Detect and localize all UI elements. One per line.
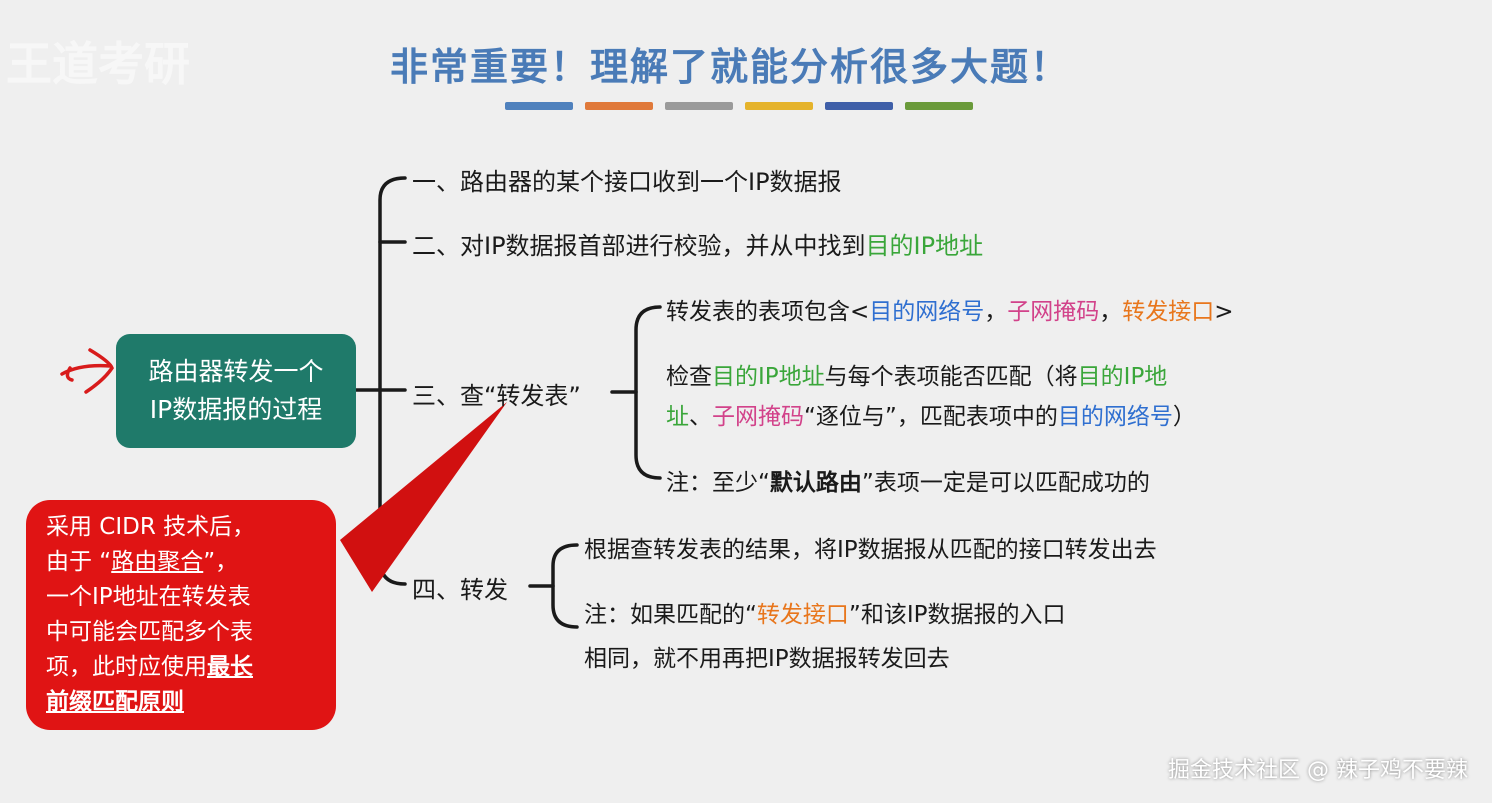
step2-text: 二、对IP数据报首部进行校验，并从中找到 [412,232,866,260]
longest-prefix-text: 最长 [207,654,253,680]
dest-network-text: 目的网络号 [1057,404,1173,430]
text: 注：至少“ [666,470,770,496]
step3-item-entries: 转发表的表项包含<目的网络号，子网掩码，转发接口> [666,292,1234,326]
accent-bar-6 [905,102,973,110]
step3-node: 三、查“转发表” [412,382,581,410]
dest-ip-text: 目的IP地 [1077,364,1168,390]
callout-line: 采用 CIDR 技术后， [46,514,256,540]
step3-bracket [634,305,662,480]
accent-bar-5 [825,102,893,110]
text: > [1214,299,1234,325]
step1-node: 一、路由器的某个接口收到一个IP数据报 [412,168,842,196]
dest-network-text: 目的网络号 [869,299,985,325]
text: ） [1172,404,1196,430]
title-accent-bars [505,102,973,110]
callout-line: 一个IP地址在转发表 [46,584,251,610]
forward-interface-text: 转发接口 [1122,299,1215,325]
subnet-mask-text: 子网掩码 [712,404,804,430]
text: 、 [689,404,712,430]
root-node: 路由器转发一个 IP数据报的过程 [116,334,356,448]
text: ”表项一定是可以匹配成功的 [861,470,1150,496]
default-route-text: 默认路由 [769,470,862,496]
watermark: 掘金技术社区 @ 辣子鸡不要辣 [1168,758,1468,783]
callout-pointer [340,402,507,592]
step3-item-note: 注：至少“默认路由”表项一定是可以匹配成功的 [666,463,1150,497]
callout-line: 项，此时应使用 [46,654,207,680]
text: 转发表的表项包含< [666,299,870,325]
subnet-mask-text: 子网掩码 [1007,299,1100,325]
root-label-line1: 路由器转发一个 [148,357,324,386]
step4-item-forward: 根据查转发表的结果，将IP数据报从匹配的接口转发出去 [584,537,1157,563]
accent-bar-3 [665,102,733,110]
red-arrow-annotation [60,348,114,394]
step2-node: 二、对IP数据报首部进行校验，并从中找到目的IP地址 [412,226,983,261]
step4-bracket [551,543,579,629]
text: 注：如果匹配的“ [584,602,757,628]
text: 与每个表项能否匹配（将 [824,364,1078,390]
step4-item-note: 注：如果匹配的“转发接口”和该IP数据报的入口 相同，就不用再把IP数据报转发回… [584,593,1066,681]
route-aggregation-text: 路由聚合 [111,549,204,575]
text: “逐位与”，匹配表项中的 [804,404,1058,430]
root-label-line2: IP数据报的过程 [149,395,323,424]
callout-line: 中可能会匹配多个表 [46,619,253,645]
text: 相同，就不用再把IP数据报转发回去 [584,646,950,672]
cidr-callout: 采用 CIDR 技术后， 由于 “路由聚合”， 一个IP地址在转发表 中可能会匹… [26,500,336,730]
step3-item-match: 检查目的IP地址与每个表项能否匹配（将目的IP地 址、子网掩码“逐位与”，匹配表… [666,357,1196,437]
page-title: 非常重要！理解了就能分析很多大题！ [389,45,1070,89]
text: 检查 [666,364,712,390]
text: ”和该IP数据报的入口 [848,602,1066,628]
callout-line: 由于 “ [46,549,112,575]
sep: ， [984,299,1008,325]
accent-bar-4 [745,102,813,110]
longest-prefix-text: 前缀匹配原则 [46,689,184,715]
main-bracket [378,176,407,586]
accent-bar-1 [505,102,573,110]
ghost-logo: 王道考研 [6,37,190,91]
forward-interface-text: 转发接口 [756,602,849,628]
dest-ip-text: 址 [666,404,689,430]
step4-node: 四、转发 [412,576,508,604]
accent-bar-2 [585,102,653,110]
sep: ， [1099,299,1123,325]
dest-ip-text: 目的IP地址 [712,364,825,390]
step2-highlight: 目的IP地址 [865,232,984,260]
callout-line: ”， [203,549,239,575]
